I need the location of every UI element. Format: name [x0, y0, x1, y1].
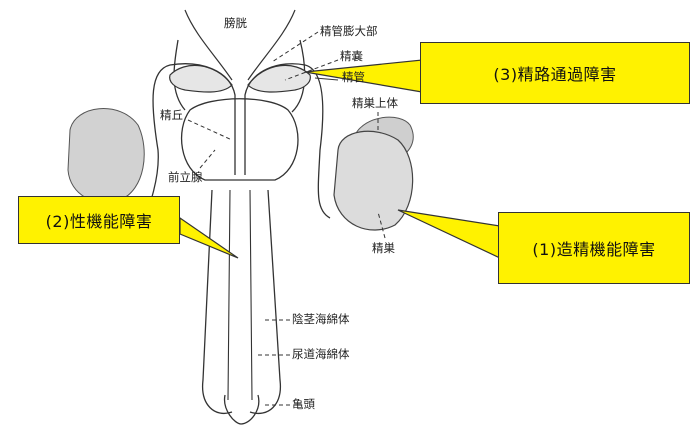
label-vas-deferens: 精管	[342, 70, 365, 84]
label-verumontanum: 精丘	[160, 108, 183, 122]
label-prostate: 前立腺	[168, 170, 203, 184]
prostate-outline	[180, 98, 299, 181]
leader-vas	[314, 77, 339, 81]
callout-sexual-dysfunction: (2)性機能障害	[18, 196, 180, 244]
label-seminal-vesicle: 精嚢	[340, 49, 363, 63]
testis-left-shape	[67, 108, 145, 203]
glans-outline	[223, 394, 260, 425]
leader-vesicle	[284, 59, 339, 81]
vas-deferens-left	[139, 63, 236, 226]
label-epididymis: 精巣上体	[352, 96, 398, 110]
leader-ampulla	[271, 31, 319, 63]
corpus-cavernosum-outline	[202, 189, 282, 415]
leader-testis	[377, 211, 386, 239]
leader-prostate	[199, 149, 216, 169]
label-corpus-spongiosum: 尿道海綿体	[292, 347, 350, 361]
label-testis: 精巣	[372, 241, 395, 255]
label-corpus-cavernosum: 陰茎海綿体	[292, 312, 350, 326]
seminal-vesicle-right	[247, 64, 311, 93]
pointer-sexual	[179, 216, 239, 259]
callout-spermatogenesis-disorder: (1)造精機能障害	[498, 212, 690, 284]
pointer-spermatogenesis	[397, 209, 501, 259]
label-glans: 亀頭	[292, 397, 315, 411]
callout-transport-disorder: (3)精路通過障害	[420, 42, 690, 104]
label-bladder: 膀胱	[224, 16, 247, 30]
testis-right-shape	[333, 130, 414, 231]
seminal-vesicle-left	[169, 64, 233, 93]
leader-verumontanum	[187, 119, 233, 141]
label-ampulla: 精管膨大部	[320, 24, 378, 38]
vas-upper-left	[184, 9, 233, 81]
vas-upper-right	[247, 9, 296, 81]
vas-deferens-right	[244, 63, 331, 219]
corpus-spongiosum-outline	[227, 189, 253, 401]
